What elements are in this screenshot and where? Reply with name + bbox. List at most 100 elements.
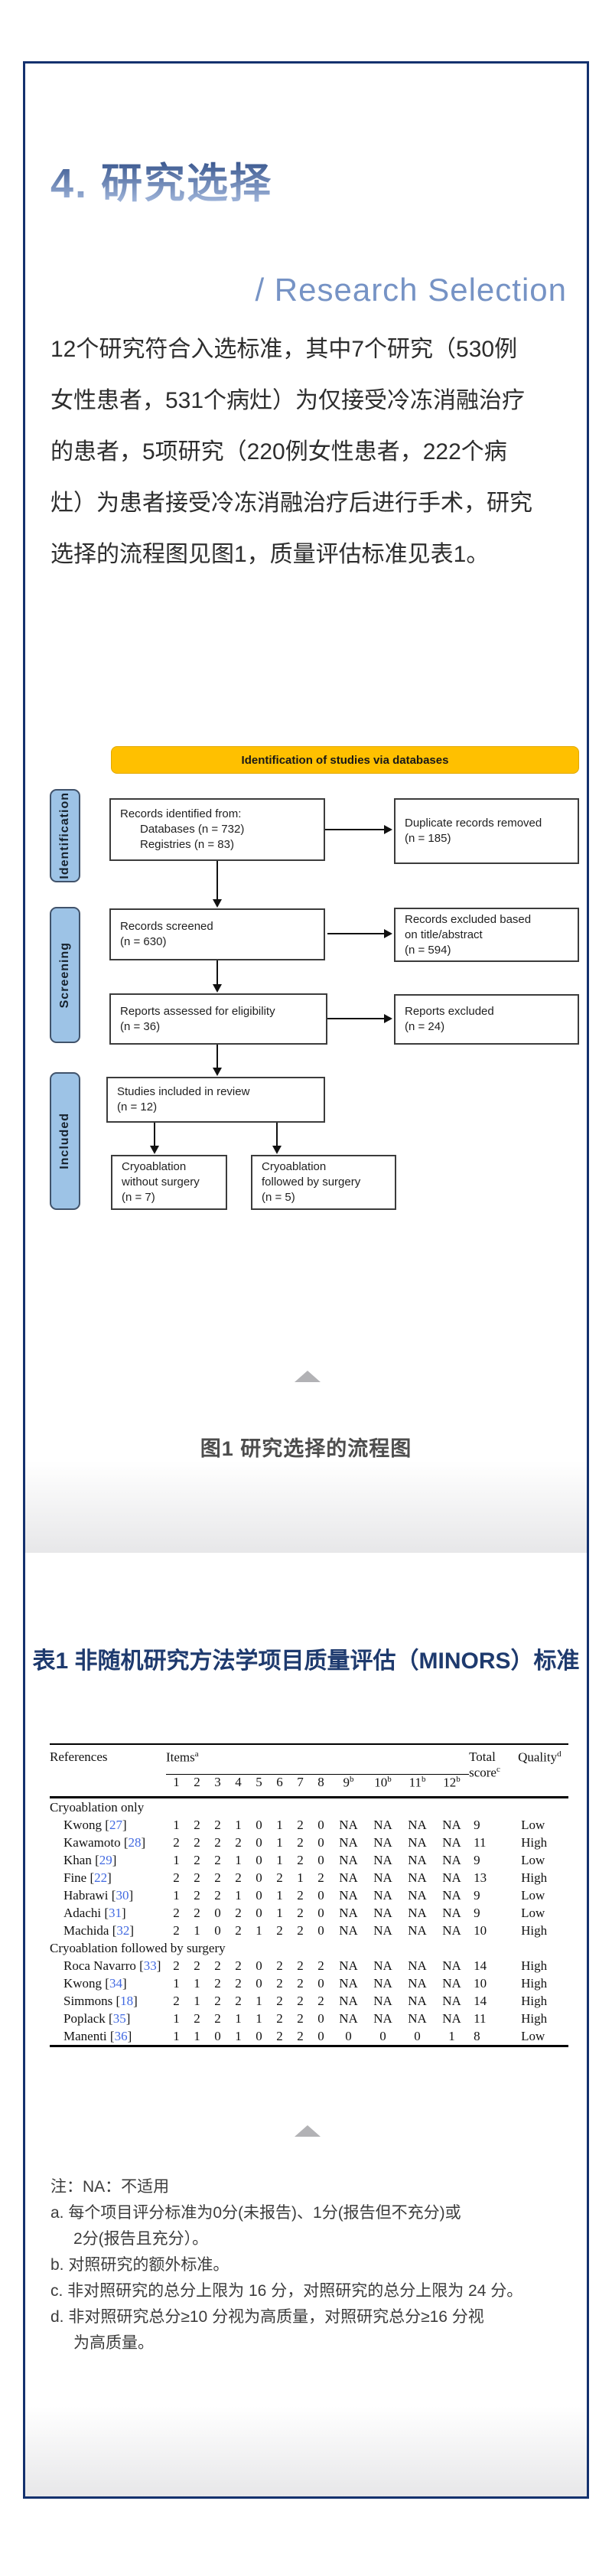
- item-score-cell: NA: [442, 1817, 461, 1832]
- collapse-arrow-icon[interactable]: [295, 2125, 321, 2137]
- item-score-cell: 2: [194, 1852, 200, 1867]
- item-score-cell: 0: [256, 1870, 262, 1885]
- reference-link[interactable]: 30: [116, 1887, 129, 1903]
- table-section-row: Cryoablation only: [50, 1798, 568, 1817]
- item-score-cell: 2: [297, 1958, 304, 1973]
- item-score-cell: 1: [173, 1852, 180, 1867]
- item-score-cell: 1: [276, 1887, 283, 1903]
- quality-cell: Low: [521, 1905, 545, 1920]
- item-score-cell: 1: [173, 1817, 180, 1832]
- item-col-header: 11b: [400, 1774, 435, 1798]
- quality-cell: High: [521, 2010, 548, 2026]
- table-section-label: Cryoablation followed by surgery: [50, 1940, 226, 1955]
- item-score-cell: NA: [373, 1993, 392, 2008]
- item-score-cell: 2: [194, 1958, 200, 1973]
- item-score-cell: 0: [256, 1834, 262, 1850]
- reference-link[interactable]: 18: [120, 1993, 134, 2008]
- item-score-cell: NA: [339, 1887, 358, 1903]
- reference-cell: Khan [29]: [63, 1852, 117, 1867]
- item-score-cell: 2: [235, 1922, 242, 1938]
- item-score-cell: 0: [317, 1817, 324, 1832]
- reference-cell: Kwong [34]: [63, 1975, 127, 1991]
- reference-link[interactable]: 34: [109, 1975, 122, 1991]
- item-score-cell: 2: [173, 1922, 180, 1938]
- item-score-cell: NA: [442, 1852, 461, 1867]
- quality-cell: High: [521, 1834, 548, 1850]
- item-score-cell: 2: [214, 1852, 221, 1867]
- prisma-flow-diagram: Identification of studies via databases …: [48, 731, 584, 1228]
- figure-caption: 图1 研究选择的流程图: [200, 1437, 412, 1460]
- arrow-down-assessed: [213, 960, 222, 993]
- section-title: 4. 研究选择: [50, 149, 272, 210]
- note-line: a. 每个项目评分标准为0分(未报告)、1分(报告但不充分)或: [50, 2204, 461, 2222]
- item-score-cell: 1: [276, 1905, 283, 1920]
- reference-link[interactable]: 28: [128, 1834, 142, 1850]
- reference-cell: Adachi [31]: [63, 1905, 126, 1920]
- paragraph-line: 12个研究符合入选标准，其中7个研究（530例: [50, 337, 518, 362]
- item-score-cell: 2: [269, 2027, 290, 2047]
- item-score-cell: 2: [173, 1870, 180, 1885]
- arrow-right-duplicates: [325, 825, 392, 834]
- item-score-cell: NA: [373, 1852, 392, 1867]
- item-score-cell: NA: [339, 1958, 358, 1973]
- quality-cell: Low: [521, 1887, 545, 1903]
- stage-label-screening: Screening: [50, 907, 80, 1043]
- item-score-cell: NA: [339, 1975, 358, 1991]
- item-score-cell: 2: [276, 2010, 283, 2026]
- item-score-cell: NA: [339, 1852, 358, 1867]
- flow-box-reports-excluded: Reports excluded (n = 24): [394, 994, 579, 1045]
- item-score-cell: NA: [442, 1887, 461, 1903]
- item-score-cell: NA: [408, 1887, 427, 1903]
- flow-box-records-screened: Records screened (n = 630): [109, 908, 325, 960]
- item-score-cell: NA: [373, 1905, 392, 1920]
- quality-cell: High: [521, 1993, 548, 2008]
- item-score-cell: 2: [235, 1870, 242, 1885]
- reference-link[interactable]: 33: [143, 1958, 157, 1973]
- paragraph-line: 灶）为患者接受冷冻消融治疗后进行手术，研究: [50, 491, 532, 516]
- item-score-cell: NA: [408, 1958, 427, 1973]
- reference-cell: Fine [22]: [63, 1870, 112, 1885]
- item-score-cell: 2: [276, 1870, 283, 1885]
- item-score-cell: 2: [194, 1887, 200, 1903]
- item-col-header: 3: [207, 1774, 228, 1798]
- item-score-cell: 2: [214, 1975, 221, 1991]
- item-score-cell: NA: [442, 1834, 461, 1850]
- item-score-cell: 2: [194, 1817, 200, 1832]
- item-score-cell: 2: [297, 2010, 304, 2026]
- reference-cell: Kwong [27]: [63, 1817, 127, 1832]
- reference-link[interactable]: 22: [94, 1870, 108, 1885]
- reference-link[interactable]: 32: [116, 1922, 130, 1938]
- reference-link[interactable]: 35: [112, 2010, 126, 2026]
- reference-link[interactable]: 29: [99, 1852, 112, 1867]
- item-score-cell: 2: [276, 1922, 283, 1938]
- item-col-header: 7: [290, 1774, 311, 1798]
- item-col-header: 5: [249, 1774, 269, 1798]
- item-score-cell: 2: [235, 1975, 242, 1991]
- collapse-arrow-icon[interactable]: [295, 1371, 321, 1382]
- item-score-cell: 0: [256, 1958, 262, 1973]
- total-score-cell: 9: [474, 1852, 480, 1867]
- item-score-cell: 2: [194, 1870, 200, 1885]
- item-score-cell: 1: [256, 2010, 262, 2026]
- item-score-cell: NA: [339, 2010, 358, 2026]
- reference-cell: Manenti [36]: [50, 2027, 166, 2047]
- note-line: b. 对照研究的额外标准。: [50, 2256, 230, 2274]
- item-score-cell: NA: [442, 1975, 461, 1991]
- reference-link[interactable]: 31: [109, 1905, 122, 1920]
- item-score-cell: 0: [317, 1922, 324, 1938]
- reference-link[interactable]: 36: [114, 2028, 128, 2043]
- item-score-cell: 2: [194, 1905, 200, 1920]
- item-score-cell: 0: [256, 1887, 262, 1903]
- reference-link[interactable]: 27: [109, 1817, 122, 1832]
- total-score-cell: 10: [474, 1975, 487, 1991]
- article-card: 4. 研究选择 / Research Selection 12个研究符合入选标准…: [23, 61, 589, 2499]
- arrow-right-records-excluded: [327, 929, 392, 938]
- item-score-cell: 1: [435, 2027, 470, 2047]
